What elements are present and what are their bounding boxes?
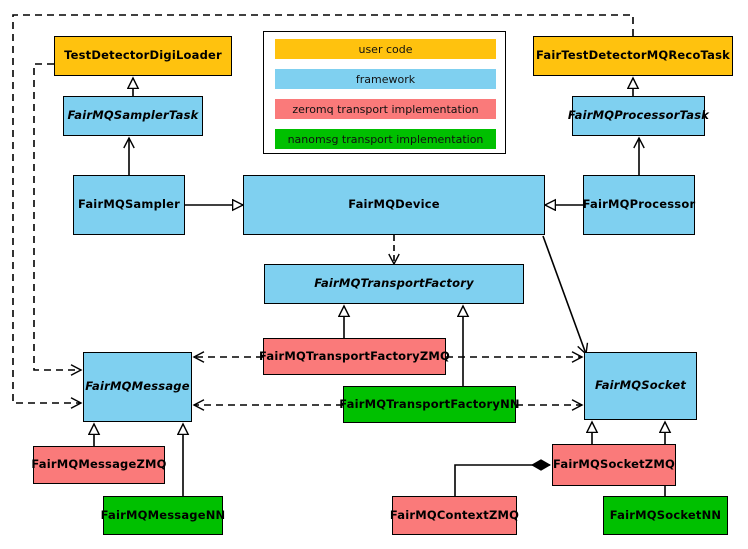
class-node-label: FairMQMessage bbox=[85, 379, 190, 394]
legend-box: user code framework zeromq transport imp… bbox=[263, 31, 506, 154]
class-node-label: FairMQProcessorTask bbox=[567, 108, 710, 123]
class-node-fairmqprocessortask[interactable]: FairMQProcessorTask bbox=[568, 96, 709, 136]
class-node-label: FairMQTransportFactory bbox=[314, 276, 474, 291]
class-node-label: TestDetectorDigiLoader bbox=[64, 48, 222, 63]
class-node-fairmqsocketzmq[interactable]: FairMQSocketZMQ bbox=[552, 444, 676, 486]
class-node-label: FairTestDetectorMQRecoTask bbox=[536, 48, 730, 63]
class-node-fairmqmessage[interactable]: FairMQMessage bbox=[83, 352, 192, 422]
legend-label-framework: framework bbox=[355, 72, 416, 86]
edge-device-to-socket bbox=[542, 235, 589, 356]
class-node-fairmqsamplertask[interactable]: FairMQSamplerTask bbox=[63, 96, 203, 136]
legend-label-user-code: user code bbox=[358, 42, 413, 56]
edge-recotask-to-message bbox=[12, 14, 634, 409]
class-node-fairmqsampler[interactable]: FairMQSampler bbox=[73, 175, 185, 235]
legend-item-zeromq: zeromq transport implementation bbox=[275, 99, 496, 119]
legend-item-nanomsg: nanomsg transport implementation bbox=[275, 129, 496, 149]
class-node-label: FairMQTransportFactoryNN bbox=[339, 396, 520, 411]
class-node-label: FairMQMessageZMQ bbox=[31, 457, 167, 472]
class-node-label: FairMQSocketNN bbox=[609, 507, 722, 522]
edge-digiloader-to-message bbox=[33, 63, 83, 376]
legend-label-zeromq: zeromq transport implementation bbox=[292, 102, 479, 116]
class-node-fairmqmessagezmq[interactable]: FairMQMessageZMQ bbox=[31, 446, 167, 484]
class-node-label: FairMQSocket bbox=[594, 378, 687, 393]
class-node-fairmqsocket[interactable]: FairMQSocket bbox=[584, 352, 697, 420]
class-node-fairmqtransportfactorynn[interactable]: FairMQTransportFactoryNN bbox=[339, 386, 520, 423]
class-node-fairmqdevice[interactable]: FairMQDevice bbox=[243, 175, 545, 235]
class-node-testdetectordigiloader[interactable]: TestDetectorDigiLoader bbox=[54, 36, 232, 76]
class-node-label: FairMQDevice bbox=[348, 197, 440, 212]
legend-label-nanomsg: nanomsg transport implementation bbox=[287, 132, 484, 146]
class-node-label: FairMQContextZMQ bbox=[389, 507, 520, 522]
class-node-fairmqtransportfactory[interactable]: FairMQTransportFactory bbox=[264, 264, 524, 304]
class-node-fairmqsocketnn[interactable]: FairMQSocketNN bbox=[603, 496, 728, 535]
class-node-fairmqtransportfactoryzmq[interactable]: FairMQTransportFactoryZMQ bbox=[259, 338, 450, 375]
class-node-label: FairMQSamplerTask bbox=[67, 108, 199, 123]
edge-socketzmq-to-contextzmq bbox=[454, 459, 551, 496]
class-node-label: FairMQTransportFactoryZMQ bbox=[259, 348, 451, 363]
class-node-label: FairMQMessageNN bbox=[100, 507, 226, 522]
legend-item-framework: framework bbox=[275, 69, 496, 89]
class-node-label: FairMQProcessor bbox=[582, 197, 696, 212]
class-node-fairmqmessagenn[interactable]: FairMQMessageNN bbox=[100, 496, 226, 535]
class-node-label: FairMQSocketZMQ bbox=[553, 457, 675, 472]
class-node-label: FairMQSampler bbox=[77, 197, 181, 212]
class-node-fairmqprocessor[interactable]: FairMQProcessor bbox=[583, 175, 695, 235]
class-node-fairmqcontextzmq[interactable]: FairMQContextZMQ bbox=[389, 496, 520, 535]
class-node-fairtestdetectormqrecotask[interactable]: FairTestDetectorMQRecoTask bbox=[533, 36, 733, 76]
legend-item-user-code: user code bbox=[275, 39, 496, 59]
